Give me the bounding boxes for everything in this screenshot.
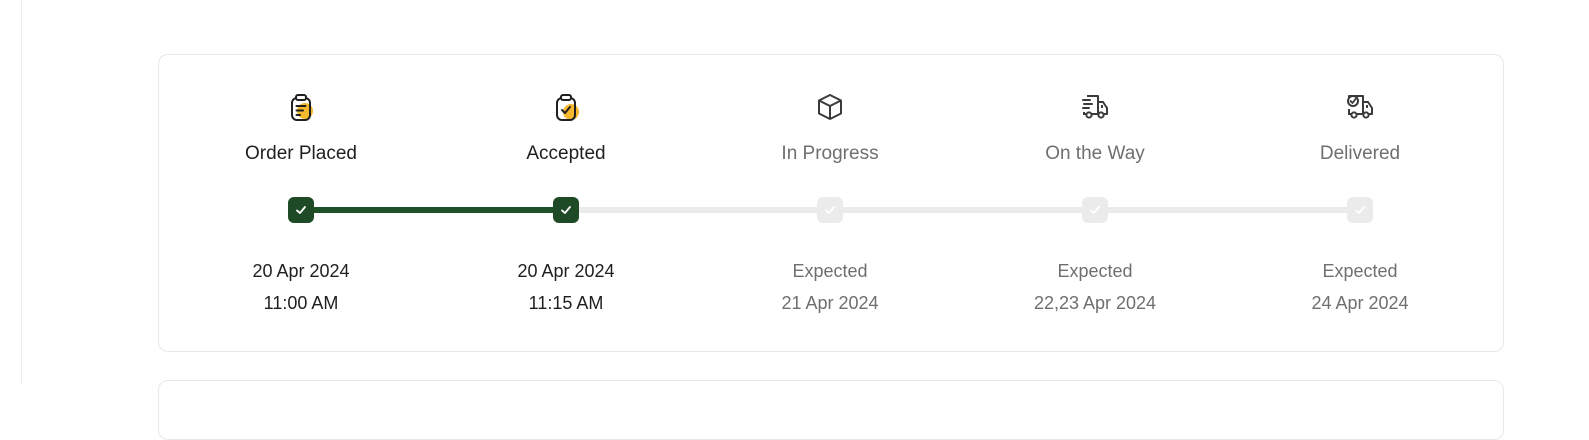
step-expected-label: Expected (792, 261, 868, 281)
left-divider (21, 0, 22, 384)
step-order-placed: Order Placed 20 Apr 2024 11:00 AM (181, 0, 421, 340)
step-expected-label: Expected (1057, 261, 1133, 281)
step-label: Delivered (1319, 143, 1401, 164)
check-icon (825, 206, 835, 214)
delivery-truck-icon (1079, 91, 1111, 123)
step-in-progress: In Progress Expected 21 Apr 2024 (710, 0, 950, 340)
next-card (158, 380, 1504, 440)
step-check-marker (817, 197, 843, 223)
step-check-marker (553, 197, 579, 223)
progress-track-completed (301, 207, 565, 213)
check-icon (1355, 206, 1365, 214)
check-icon (296, 206, 306, 214)
step-label: On the Way (1045, 143, 1145, 164)
step-expected-label: Expected (1322, 261, 1398, 281)
delivered-truck-icon (1344, 91, 1376, 123)
step-expected-date: 22,23 Apr 2024 (1033, 293, 1157, 313)
step-on-the-way: On the Way Expected 22,23 Apr 2024 (975, 0, 1215, 340)
step-check-marker (1082, 197, 1108, 223)
step-expected-date: 24 Apr 2024 (1311, 293, 1409, 313)
step-label: Accepted (526, 143, 606, 164)
step-accepted: Accepted 20 Apr 2024 11:15 AM (446, 0, 686, 340)
check-icon (1090, 206, 1100, 214)
step-expected-date: 21 Apr 2024 (781, 293, 879, 313)
step-check-marker (1347, 197, 1373, 223)
step-label: In Progress (781, 143, 879, 164)
check-icon (561, 206, 571, 214)
step-date: 20 Apr 2024 (517, 261, 615, 281)
step-delivered: Delivered Expected 24 Apr 2024 (1240, 0, 1480, 340)
box-icon (814, 91, 846, 123)
step-date: 20 Apr 2024 (252, 261, 350, 281)
clipboard-list-icon (285, 91, 317, 123)
step-label: Order Placed (245, 143, 357, 164)
step-time: 11:00 AM (263, 293, 339, 313)
step-time: 11:15 AM (528, 293, 604, 313)
step-check-marker (288, 197, 314, 223)
clipboard-check-icon (550, 91, 582, 123)
